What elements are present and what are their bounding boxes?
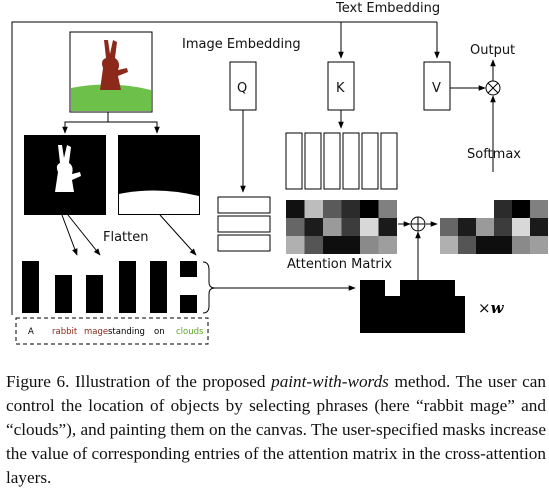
token-rabbit: rabbit — [52, 327, 78, 337]
figure-caption: Figure 6. Illustration of the proposed p… — [6, 370, 546, 490]
softmax-label: Softmax — [467, 147, 521, 162]
mask-bar-clouds-2 — [180, 295, 197, 313]
flatten-arrow-1 — [61, 214, 78, 256]
attention-cell — [360, 218, 379, 236]
image-to-rabbit-mask-arrow — [62, 112, 109, 134]
softmax-input-matrix — [440, 200, 548, 254]
attention-cell — [286, 200, 305, 218]
multiply-node — [485, 80, 501, 96]
attention-cell — [341, 200, 360, 218]
mask-bar-clouds-1 — [180, 261, 197, 277]
softmax-input-cell — [476, 200, 494, 218]
q-box: Q — [229, 61, 257, 111]
mask-bar-standing — [119, 261, 136, 313]
attention-cell — [341, 236, 360, 254]
clouds-mask — [118, 135, 200, 215]
token-mage: mage — [84, 327, 108, 337]
caption-label: Figure 6. Illustration of the proposed — [6, 372, 272, 391]
token-on: on — [154, 327, 165, 337]
text-embedding-label: Text Embedding — [335, 1, 440, 16]
attention-cell — [304, 218, 323, 236]
weight-text: ×w — [478, 299, 505, 317]
attention-cell — [286, 236, 305, 254]
softmax-input-cell — [530, 218, 548, 236]
output-label: Output — [470, 43, 515, 58]
svg-text:K: K — [336, 81, 345, 96]
attention-cell — [378, 236, 397, 254]
v-box: V — [423, 61, 451, 111]
image-to-cloud-mask-arrow — [108, 121, 160, 134]
softmax-input-cell — [476, 236, 494, 254]
source-image — [69, 31, 153, 113]
mask-bar-rabbit — [55, 275, 72, 313]
softmax-input-cell — [458, 200, 476, 218]
token-box — [15, 317, 209, 345]
softmax-input-cell — [494, 200, 512, 218]
caption-rest: method. The user can control the locatio… — [6, 372, 547, 487]
softmax-input-cell — [440, 200, 458, 218]
softmax-input-cell — [458, 218, 476, 236]
token-standing: standing — [108, 327, 145, 337]
softmax-input-cell — [512, 200, 530, 218]
softmax-input-cell — [512, 218, 530, 236]
flatten-arrow-2 — [67, 214, 101, 256]
softmax-input-cell — [440, 218, 458, 236]
attention-cell — [378, 200, 397, 218]
softmax-input-cell — [512, 236, 530, 254]
attention-cell — [304, 200, 323, 218]
attention-cell — [341, 218, 360, 236]
attention-matrix-label: Attention Matrix — [287, 257, 392, 272]
rabbit-figure — [100, 40, 128, 90]
rabbit-mask — [24, 135, 106, 215]
attention-cell — [360, 236, 379, 254]
add-node — [410, 216, 426, 232]
svg-text:Q: Q — [237, 81, 247, 96]
token-A: A — [28, 327, 34, 337]
softmax-input-cell — [530, 236, 548, 254]
attention-cell — [360, 200, 379, 218]
mask-bar-on — [150, 261, 167, 313]
softmax-input-cell — [530, 200, 548, 218]
attention-cell — [286, 218, 305, 236]
attention-cell — [323, 218, 342, 236]
softmax-input-cell — [458, 236, 476, 254]
image-embedding-label: Image Embedding — [182, 37, 301, 52]
flatten-arrow-3 — [159, 214, 197, 256]
svg-text:V: V — [432, 81, 441, 96]
flatten-label: Flatten — [103, 230, 149, 245]
softmax-input-cell — [494, 218, 512, 236]
attention-cell — [378, 218, 397, 236]
mask-bar-a — [22, 261, 39, 313]
softmax-input-cell — [440, 236, 458, 254]
mask-bar-mage — [86, 275, 103, 313]
brace — [202, 261, 216, 314]
attention-cell — [323, 236, 342, 254]
softmax-input-cell — [494, 236, 512, 254]
flattened-masks — [22, 261, 197, 313]
attention-cell — [304, 236, 323, 254]
k-box: K — [327, 61, 355, 111]
text-embedding-lines — [11, 21, 440, 315]
key-token-columns — [285, 132, 398, 190]
token-clouds: clouds — [176, 327, 204, 337]
softmax-input-cell — [476, 218, 494, 236]
paint-with-words-diagram: Text Embedding Image Embedding Q K V Out… — [11, 1, 548, 345]
caption-method: paint-with-words — [271, 372, 389, 391]
attention-cell — [323, 200, 342, 218]
query-token-rows — [217, 196, 271, 252]
mask-matrix — [360, 280, 465, 333]
attention-matrix — [286, 200, 397, 254]
